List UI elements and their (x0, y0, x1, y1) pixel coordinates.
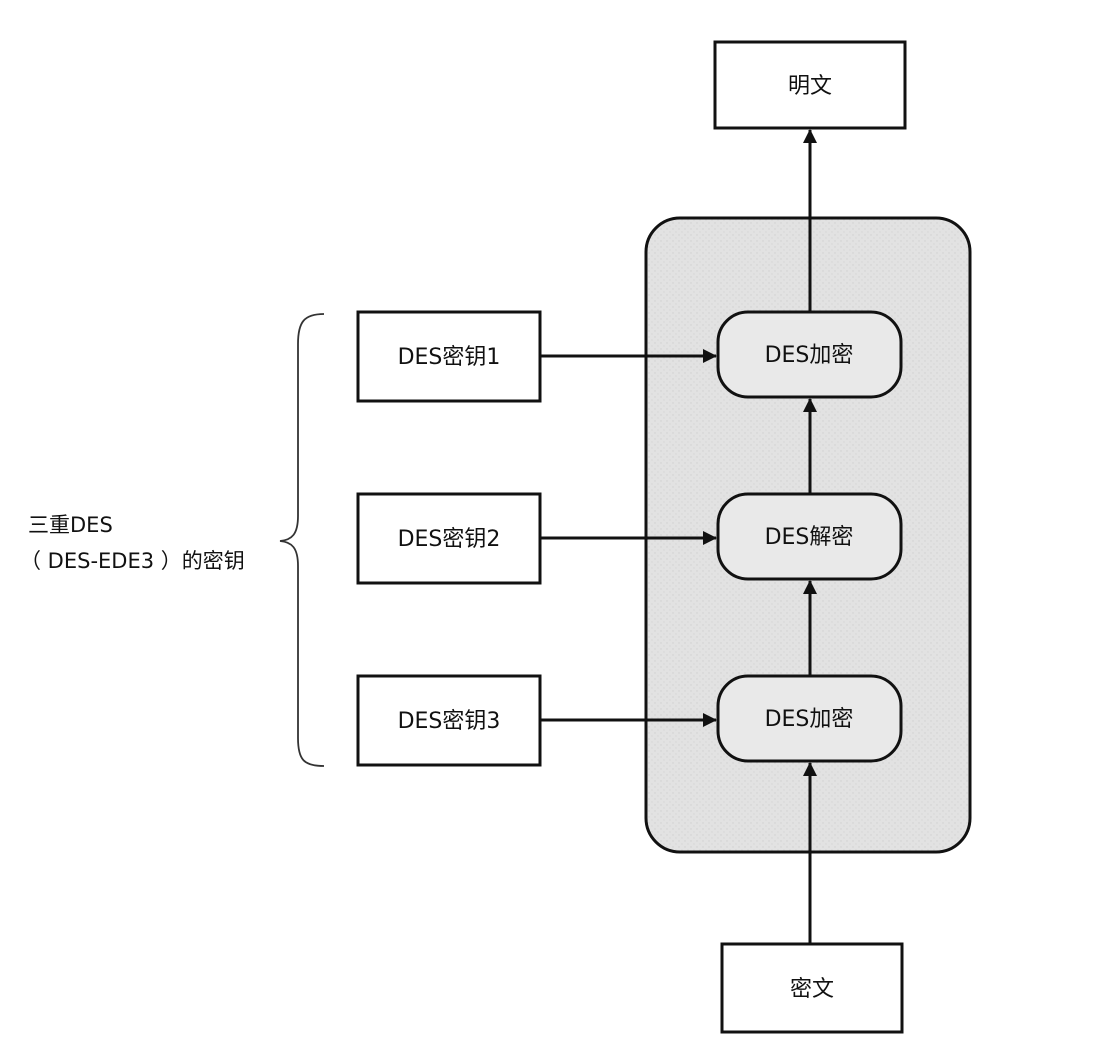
key-group-brace (279, 313, 325, 767)
key-box-2 (356, 492, 542, 585)
plaintext-label: 明文 (788, 74, 832, 99)
key-box-1 (356, 310, 542, 403)
key-label-1: DES密钥1 (398, 345, 501, 370)
side-label-line2: （ DES-EDE3 ）的密钥 (20, 549, 245, 573)
ciphertext-box (720, 942, 904, 1034)
key-label-2: DES密钥2 (398, 527, 501, 552)
key-label-3: DES密钥3 (398, 709, 501, 734)
des-encrypt-label-top: DES加密 (765, 343, 854, 368)
key-box-3 (356, 674, 542, 767)
des-decrypt-label: DES解密 (765, 525, 854, 550)
side-label-line1: 三重DES (28, 513, 113, 537)
des-encrypt-label-bottom: DES加密 (765, 707, 854, 732)
plaintext-box (713, 40, 907, 130)
ciphertext-label: 密文 (790, 977, 834, 1002)
